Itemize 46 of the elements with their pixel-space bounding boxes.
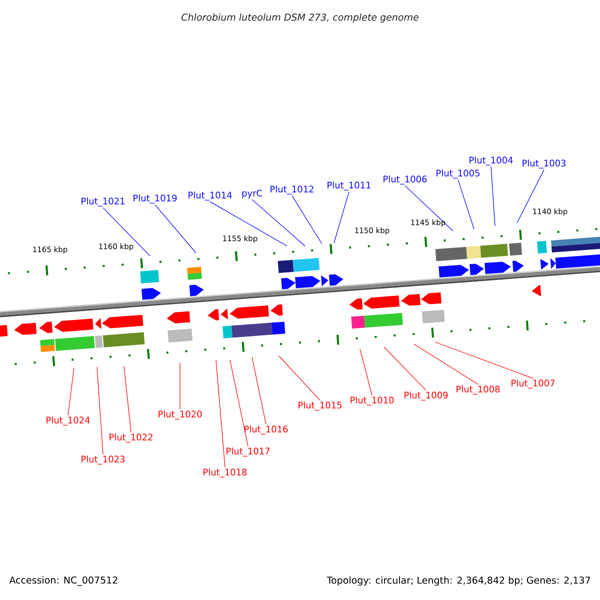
leader-line <box>414 344 478 385</box>
gene-label: Plut_1012 <box>270 186 314 194</box>
gene-label: Plut_1010 <box>350 396 394 406</box>
leader-line <box>154 204 196 254</box>
leader-line <box>292 195 322 244</box>
leader-line <box>490 166 496 226</box>
leader-line <box>516 169 544 224</box>
gene-label: Plut_1021 <box>82 198 124 206</box>
leader-line <box>96 366 104 455</box>
gene-label: Plut_1005 <box>436 170 480 178</box>
leader-line <box>68 368 74 416</box>
gene-label: Plut_1008 <box>456 386 500 394</box>
gene-label: Plut_1016 <box>244 426 288 434</box>
title: Chlorobium luteolum DSM 273, complete genome <box>182 13 418 23</box>
leader-line <box>278 356 320 401</box>
leader-line <box>404 185 454 232</box>
leader-line <box>384 346 426 391</box>
gene-label: Plut_1023 <box>82 456 125 464</box>
gene-label: Plut_1011 <box>328 182 370 190</box>
leader-line <box>102 207 150 256</box>
gene-label: Plut_1018 <box>204 468 247 478</box>
leader-line <box>216 360 226 468</box>
accession-text: Accession: NC_007512 <box>9 576 118 586</box>
gene-label: Plut_1020 <box>158 410 202 420</box>
leader-line <box>458 179 474 230</box>
gene-label: Plut_1024 <box>46 416 90 426</box>
gene-label: Plut_1006 <box>384 176 427 184</box>
gene-label: Plut_1007 <box>512 380 555 388</box>
leader-line <box>360 348 372 396</box>
gene-label: Plut_1004 <box>470 156 513 166</box>
leader-line <box>230 360 248 447</box>
gene-label: Plut_1022 <box>110 434 152 442</box>
gene-label: Plut_1015 <box>298 402 342 410</box>
leader-line <box>334 191 350 244</box>
leader-line <box>252 356 266 425</box>
leader-line <box>252 199 306 246</box>
gene-label: Plut_1014 <box>188 192 232 200</box>
genome-summary-text: Topology: circular; Length: 2,364,842 bp; Genes: 2,137 <box>326 576 590 586</box>
gene-label: Plut_1009 <box>404 392 448 400</box>
leader-line <box>210 201 288 246</box>
gene-label: Plut_1017 <box>226 448 270 456</box>
gene-label: Plut_1019 <box>134 194 177 204</box>
gene-label: Plut_1003 <box>522 160 566 168</box>
leader-line <box>124 366 132 433</box>
gene-label: pyrC <box>242 190 262 198</box>
leader-line <box>434 342 534 379</box>
